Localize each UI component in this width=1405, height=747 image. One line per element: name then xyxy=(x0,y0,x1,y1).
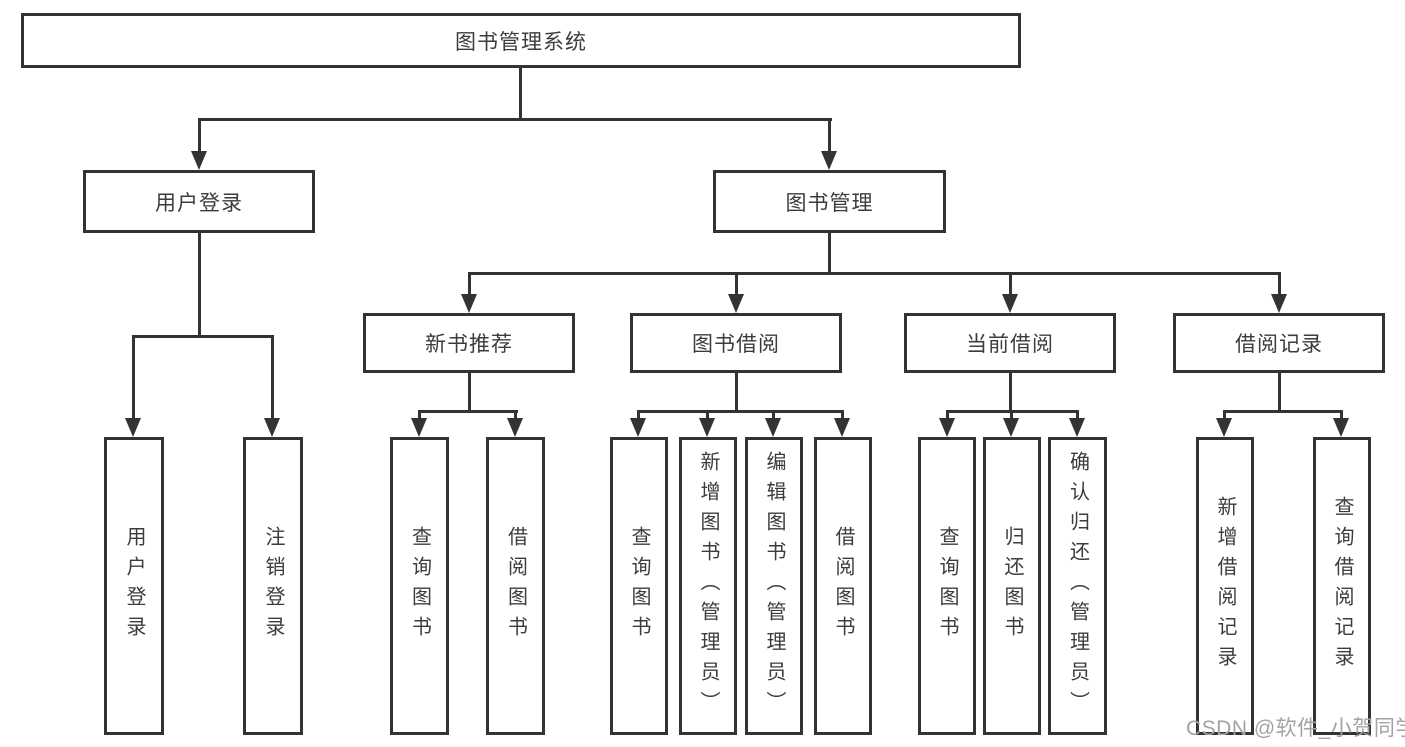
node-user-login: 用户登录 xyxy=(83,170,315,233)
leaf-add-books-admin: 新增图书（管理员） xyxy=(679,437,737,735)
leaf-query-books-borrow: 查询图书 xyxy=(610,437,668,735)
leaf-query-borrow-record: 查询借阅记录 xyxy=(1313,437,1371,735)
connector-root-stem xyxy=(519,68,522,118)
arrow-down-icon xyxy=(1003,418,1019,437)
connector-stem-level3 xyxy=(468,272,471,295)
leaf-borrow-books: 借阅图书 xyxy=(814,437,872,735)
leaf-label: 查询图书 xyxy=(628,526,650,646)
connector-stem-book-management xyxy=(828,118,831,152)
arrow-down-icon xyxy=(411,418,427,437)
node-book-management: 图书管理 xyxy=(713,170,946,233)
connector-stem-level3 xyxy=(735,272,738,295)
leaf-label: 注销登录 xyxy=(262,526,284,646)
leaf-add-borrow-record: 新增借阅记录 xyxy=(1196,437,1254,735)
connector-stem xyxy=(1278,373,1281,411)
arrow-down-icon xyxy=(1271,294,1287,313)
arrow-down-icon xyxy=(821,151,837,170)
leaf-label: 借阅图书 xyxy=(504,526,527,646)
leaf-borrow-books-recommend: 借阅图书 xyxy=(486,437,545,735)
arrow-down-icon xyxy=(765,418,781,437)
arrow-down-icon xyxy=(191,151,207,170)
node-current-borrow: 当前借阅 xyxy=(904,313,1116,373)
leaf-label: 查询借阅记录 xyxy=(1331,496,1353,676)
leaf-return-books: 归还图书 xyxy=(983,437,1041,735)
connector-user-login-stem xyxy=(198,233,201,335)
connector-bar-borrow-records xyxy=(1223,410,1343,413)
connector-stem-leaf xyxy=(772,410,775,422)
connector-stem-leaf xyxy=(1076,410,1079,422)
leaf-label: 查询图书 xyxy=(408,526,431,646)
connector-stem-leaf xyxy=(132,335,135,419)
node-borrow-records: 借阅记录 xyxy=(1173,313,1385,373)
leaf-confirm-return-admin: 确认归还（管理员） xyxy=(1048,437,1107,735)
arrow-down-icon xyxy=(1002,294,1018,313)
arrow-down-icon xyxy=(834,418,850,437)
connector-stem-level3 xyxy=(1278,272,1281,295)
connector-stem-leaf xyxy=(1340,410,1343,422)
connector-level3-bar xyxy=(468,272,1281,275)
leaf-label: 用户登录 xyxy=(123,526,145,646)
leaf-label: 编辑图书（管理员） xyxy=(763,451,785,721)
arrow-down-icon xyxy=(728,294,744,313)
connector-stem-user-login xyxy=(198,118,201,152)
connector-stem-leaf xyxy=(514,410,517,422)
connector-stem-leaf xyxy=(1223,410,1226,422)
arrow-down-icon xyxy=(699,418,715,437)
connector-stem-leaf xyxy=(841,410,844,422)
node-library-system: 图书管理系统 xyxy=(21,13,1021,68)
leaf-edit-books-admin: 编辑图书（管理员） xyxy=(745,437,803,735)
connector-stem xyxy=(1009,373,1012,411)
leaf-label: 新增借阅记录 xyxy=(1214,496,1236,676)
connector-bar-new-book xyxy=(418,410,518,413)
leaf-query-books-recommend: 查询图书 xyxy=(390,437,449,735)
arrow-down-icon xyxy=(939,418,955,437)
csdn-watermark: CSDN @软件_小贺同学 xyxy=(1186,717,1405,740)
arrow-down-icon xyxy=(1216,418,1232,437)
node-book-borrow: 图书借阅 xyxy=(630,313,842,373)
connector-stem-level3 xyxy=(1009,272,1012,295)
connector-stem-leaf xyxy=(706,410,709,422)
connector-stem-leaf xyxy=(271,335,274,419)
leaf-label: 确认归还（管理员） xyxy=(1066,451,1089,721)
connector-stem-leaf xyxy=(1010,410,1013,422)
connector-stem-leaf xyxy=(637,410,640,422)
arrow-down-icon xyxy=(264,418,280,437)
arrow-down-icon xyxy=(507,418,523,437)
connector-stem-leaf xyxy=(418,410,421,422)
connector-bar-book-borrow xyxy=(637,410,844,413)
leaf-logout: 注销登录 xyxy=(243,437,303,735)
connector-stem-leaf xyxy=(946,410,949,422)
leaf-label: 借阅图书 xyxy=(832,526,854,646)
arrow-down-icon xyxy=(125,418,141,437)
leaf-label: 归还图书 xyxy=(1001,526,1023,646)
leaf-user-login: 用户登录 xyxy=(104,437,164,735)
arrow-down-icon xyxy=(1069,418,1085,437)
connector-stem xyxy=(468,373,471,411)
arrow-down-icon xyxy=(461,294,477,313)
leaf-label: 查询图书 xyxy=(936,526,958,646)
arrow-down-icon xyxy=(1333,418,1349,437)
connector-stem xyxy=(735,373,738,411)
connector-user-login-bar xyxy=(132,335,274,338)
connector-level2-bar xyxy=(198,118,832,121)
arrow-down-icon xyxy=(630,418,646,437)
leaf-query-books-current: 查询图书 xyxy=(918,437,976,735)
node-new-book-recommend: 新书推荐 xyxy=(363,313,575,373)
leaf-label: 新增图书（管理员） xyxy=(697,451,719,721)
connector-book-management-stem xyxy=(828,233,831,272)
